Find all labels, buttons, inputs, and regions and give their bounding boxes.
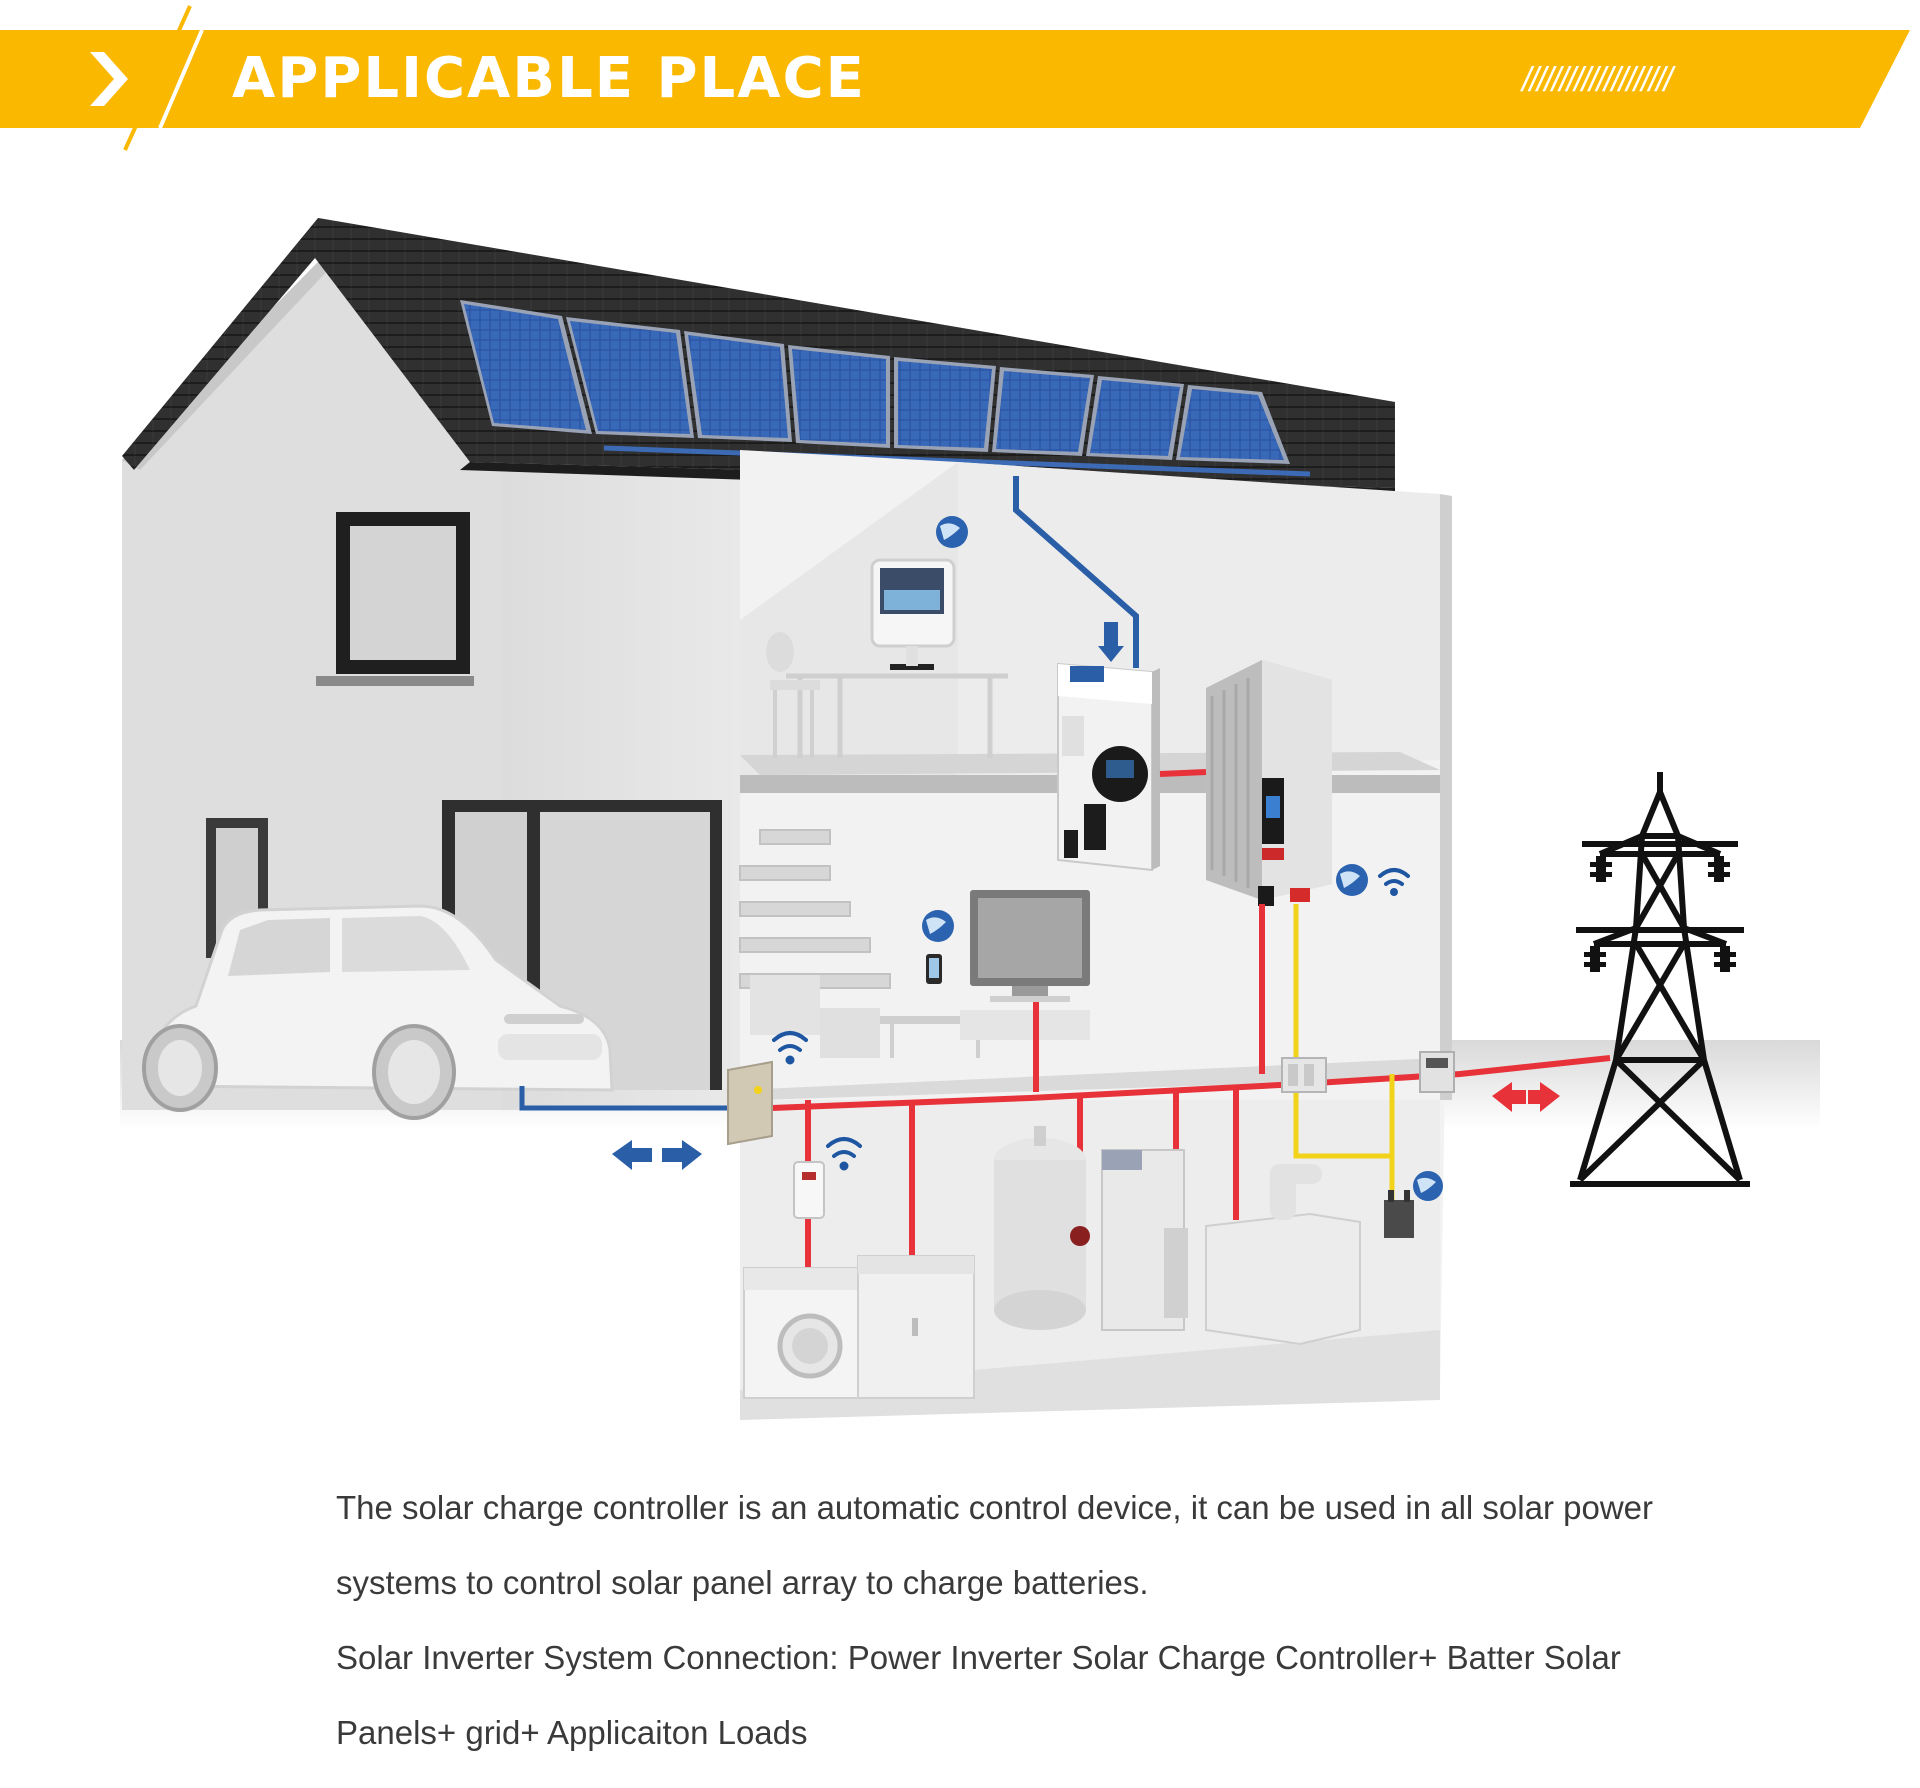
- monitor-icon: [870, 558, 956, 670]
- ev-charge-line: [519, 1086, 735, 1111]
- globe-icon: [1413, 1171, 1443, 1201]
- description-line-2: systems to control solar panel array to …: [336, 1564, 1149, 1601]
- globe-icon: [922, 910, 954, 942]
- inverter-icon: [1206, 660, 1332, 906]
- banner-decoration: ////////////////////: [1522, 61, 1673, 99]
- globe-icon: [1336, 864, 1368, 896]
- dryer-icon: [857, 1255, 975, 1399]
- banner-slash-inner: [158, 29, 204, 129]
- banner-background: [0, 5, 1910, 151]
- wifi-icon: [826, 1137, 862, 1171]
- water-heater-icon: [994, 1126, 1090, 1330]
- tv-icon: [970, 890, 1090, 1002]
- wifi-icon: [772, 1031, 808, 1065]
- globe-icon: [936, 516, 968, 548]
- transmission-tower-icon: [1570, 772, 1750, 1187]
- description-line-3: Solar Inverter System Connection: Power …: [336, 1639, 1621, 1676]
- sofa: [750, 975, 1090, 1058]
- house-illustration: [120, 218, 1820, 1420]
- page-title: APPLICABLE PLACE: [232, 46, 866, 111]
- description-line-4: Panels+ grid+ Applicaiton Loads: [336, 1714, 808, 1751]
- charge-controller-icon: [1057, 662, 1160, 872]
- section-banner: APPLICABLE PLACE ////////////////////: [0, 0, 1920, 160]
- double-arrow-icon: [1492, 1082, 1560, 1112]
- description-line-1: The solar charge controller is an automa…: [336, 1489, 1654, 1526]
- smart-plug-icon: [793, 1161, 825, 1219]
- system-diagram: [0, 160, 1920, 1460]
- heat-pump-icon: [1205, 1164, 1361, 1346]
- electric-car-icon: [142, 904, 614, 1120]
- insulator-icons: [1584, 856, 1736, 972]
- breaker-icon: [1281, 1057, 1327, 1093]
- phone-icon: [926, 954, 942, 984]
- pv-line: [1013, 476, 1139, 668]
- washing-machine-icon: [743, 1267, 867, 1399]
- double-arrow-icon: [612, 1140, 702, 1170]
- boiler-icon: [1101, 1149, 1188, 1331]
- solar-panel-icon: [460, 300, 1311, 477]
- banner-slash-outer: [123, 5, 192, 151]
- distribution-box: [727, 1060, 773, 1146]
- banner-bar: [0, 30, 1910, 128]
- chevron-right-icon: [90, 52, 128, 106]
- pv-arrow: [1098, 622, 1124, 662]
- wifi-icon: [1378, 868, 1410, 896]
- meter-icon: [1419, 1051, 1455, 1093]
- chair: [766, 632, 820, 758]
- battery-icon: [1384, 1190, 1414, 1238]
- description-text: The solar charge controller is an automa…: [336, 1470, 1796, 1770]
